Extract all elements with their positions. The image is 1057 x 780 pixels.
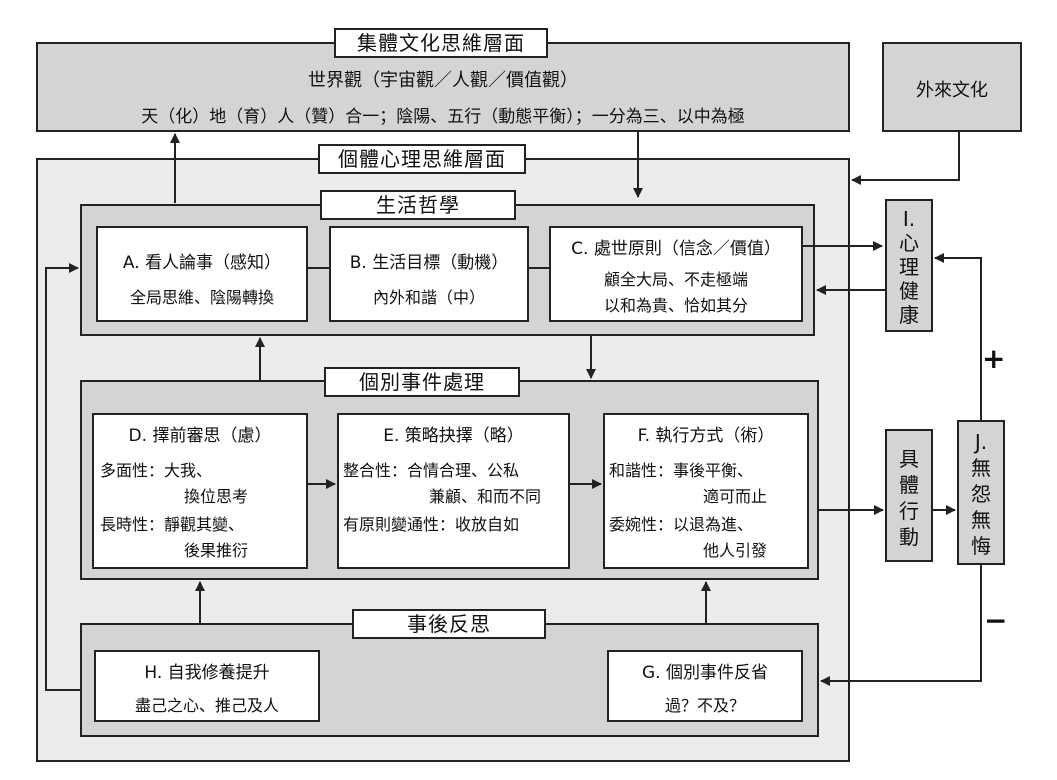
foreign-culture-box: 外來文化 xyxy=(882,42,1022,132)
box-d-row1a: 多面性：大我、 xyxy=(100,461,213,480)
arrow-j-to-reflection xyxy=(820,565,982,686)
box-c-body-2: 以和為貴、恰如其分 xyxy=(603,296,748,315)
box-b-body: 內外和諧（中） xyxy=(372,288,485,307)
reflection-title: 事後反思 xyxy=(352,609,546,639)
box-b-motivation: B. 生活目標（動機） 內外和諧（中） xyxy=(329,226,529,322)
box-d-row1b: 換位思考 xyxy=(184,487,249,506)
box-g-title: G. 個別事件反省 xyxy=(642,663,768,683)
box-e-title: E. 策略抉擇（略） xyxy=(383,426,524,446)
box-c-title: C. 處世原則（信念／價值） xyxy=(571,239,781,259)
no-regret-char-2: 怨 xyxy=(971,482,991,506)
arrow-foreign-culture xyxy=(851,132,960,185)
mental-health-char-2: 理 xyxy=(899,255,919,279)
box-g-event-review: G. 個別事件反省 過？不及？ xyxy=(607,650,803,722)
worldview-line: 世界觀（宇宙觀／人觀／價值觀） xyxy=(308,70,578,91)
event-handling-title: 個別事件處理 xyxy=(324,367,520,397)
mental-health-char-4: 康 xyxy=(899,303,919,327)
box-d-row2b: 後果推衍 xyxy=(184,541,249,560)
worldview-principles-line: 天（化）地（育）人（贊）合一；陰陽、五行（動態平衡）；一分為三、以中為極 xyxy=(141,107,745,127)
box-c-body-1: 顧全大局、不走極端 xyxy=(603,270,748,289)
box-d-row2a: 長時性：靜觀其變、 xyxy=(100,515,245,534)
mental-health-char-1: 心 xyxy=(899,231,919,255)
concrete-action-char-2: 行 xyxy=(899,499,919,523)
no-regret-char-3: 無 xyxy=(971,508,991,532)
negative-sign: − xyxy=(984,604,1008,637)
box-c-principles: C. 處世原則（信念／價值） 顧全大局、不走極端 以和為貴、恰如其分 xyxy=(549,226,803,322)
box-f-title: F. 執行方式（術） xyxy=(637,426,775,446)
foreign-culture-label: 外來文化 xyxy=(916,80,988,101)
box-a-title: A. 看人論事（感知） xyxy=(122,253,282,273)
box-h-self-cultivation: H. 自我修養提升 盡己之心、推己及人 xyxy=(94,650,320,722)
arrow-j-to-health xyxy=(934,253,982,420)
concrete-action-char-3: 動 xyxy=(899,525,919,549)
no-regret-char-1: 無 xyxy=(971,456,991,480)
box-a-body: 全局思維、陰陽轉換 xyxy=(129,288,274,307)
box-e-row1a: 整合性：合情合理、公私 xyxy=(343,461,520,480)
mental-health-char-3: 健 xyxy=(899,279,919,303)
box-f-row2b: 他人引發 xyxy=(703,541,768,560)
box-a-perception: A. 看人論事（感知） 全局思維、陰陽轉換 xyxy=(96,226,308,322)
concrete-action-box: 具 體 行 動 xyxy=(885,429,933,562)
concrete-action-char-0: 具 xyxy=(899,447,919,471)
positive-sign: + xyxy=(982,342,1006,375)
mental-health-box: I. 心 理 健 康 xyxy=(885,199,933,332)
no-regret-char-0: J. xyxy=(974,430,988,454)
box-e-row1b: 兼顧、和而不同 xyxy=(429,487,542,506)
box-f-row2a: 委婉性：以退為進、 xyxy=(609,515,754,534)
box-f-row1b: 適可而止 xyxy=(703,487,768,506)
collective-culture-title: 集體文化思維層面 xyxy=(334,28,548,58)
box-e-strategy: E. 策略抉擇（略） 整合性：合情合理、公私 兼顧、和而不同 有原則變通性：收放… xyxy=(337,413,570,569)
individual-psychology-title: 個體心理思維層面 xyxy=(318,144,526,174)
no-regret-char-4: 悔 xyxy=(971,534,991,558)
concrete-action-char-1: 體 xyxy=(899,473,919,497)
box-g-body: 過？不及？ xyxy=(664,696,745,715)
arrow-h-loop-to-philosophy xyxy=(45,263,80,691)
box-d-title: D. 擇前審思（慮） xyxy=(128,426,272,446)
box-h-title: H. 自我修養提升 xyxy=(144,663,270,683)
box-h-body: 盡己之心、推己及人 xyxy=(134,696,279,715)
box-b-title: B. 生活目標（動機） xyxy=(349,253,509,273)
mental-health-char-0: I. xyxy=(902,207,916,231)
box-f-execution: F. 執行方式（術） 和諧性：事後平衡、 適可而止 委婉性：以退為進、 他人引發 xyxy=(603,413,809,569)
life-philosophy-title: 生活哲學 xyxy=(320,190,516,220)
no-regret-box: J. 無 怨 無 悔 xyxy=(957,420,1005,565)
box-f-row1a: 和諧性：事後平衡、 xyxy=(609,461,754,480)
box-d-deliberation: D. 擇前審思（慮） 多面性：大我、 換位思考 長時性：靜觀其變、 後果推衍 xyxy=(92,413,308,569)
box-e-row2: 有原則變通性：收放自如 xyxy=(343,515,520,534)
